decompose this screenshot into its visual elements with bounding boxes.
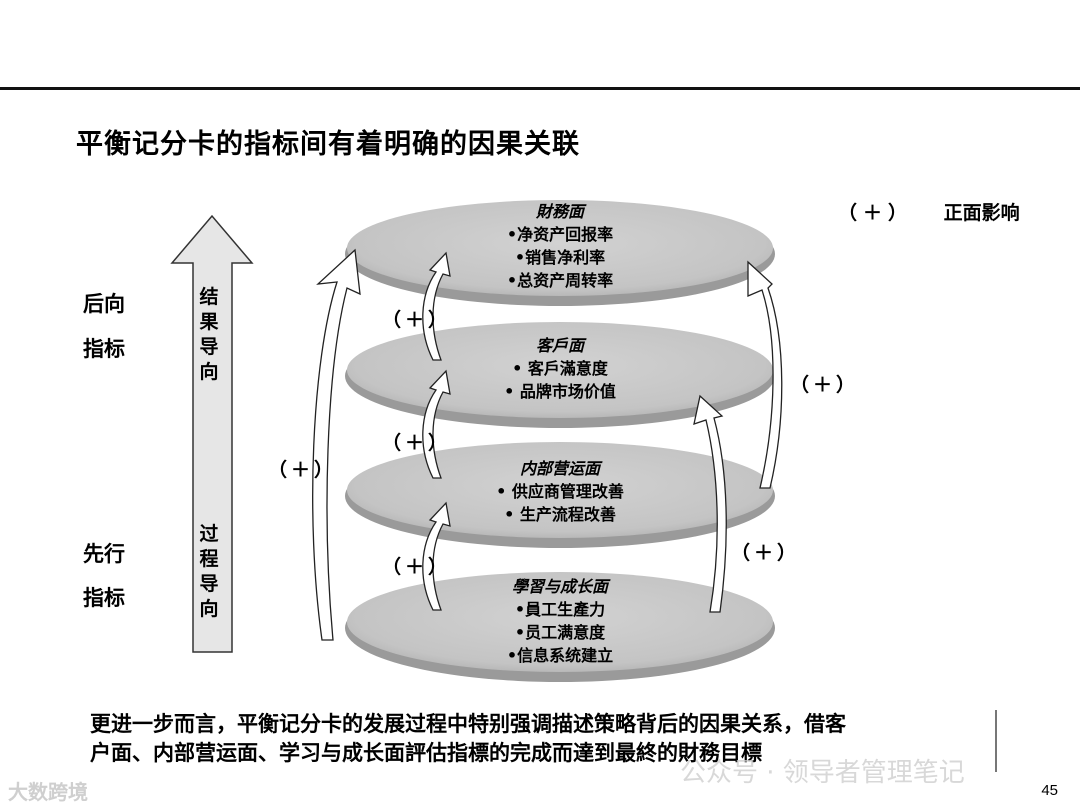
caption-line: 更进一步而言，平衡记分卡的发展过程中特别强调描述策略背后的因果关系，借客 <box>90 712 846 736</box>
layer-financial-text: 財務面 •净资产回报率 •销售净利率 •总资产周转率 <box>440 200 680 292</box>
layer-financial-title: 財務面 <box>535 202 584 221</box>
causal-arrow-learning-to-internal <box>422 501 451 611</box>
caption-line: 户面、内部营运面、学习与成长面評估指標的完成而達到最終的財務目標 <box>90 741 762 765</box>
plus-marker-internal-customer: （＋） <box>382 432 452 454</box>
layer-disc-financial <box>345 200 775 306</box>
watermark-left: 大数跨境 <box>8 780 88 804</box>
caption-box: 更进一步而言，平衡记分卡的发展过程中特别强调描述策略背后的因果关系，借客 户面、… <box>90 710 997 772</box>
page-title: 平衡记分卡的指标间有着明确的因果关联 <box>76 129 580 160</box>
layer-internal-text: 内部营运面 • 供应商管理改善 • 生产流程改善 <box>440 457 680 526</box>
causal-arrow-right-to-financial <box>747 260 783 489</box>
legend: （＋） 正面影响 <box>838 198 1020 225</box>
layer-internal-item: • 生产流程改善 <box>504 505 616 524</box>
layer-disc-customer <box>345 322 775 428</box>
legend-symbol: （＋） <box>838 202 914 224</box>
direction-arrow <box>170 214 254 653</box>
layer-disc-internal <box>345 442 775 548</box>
layer-learning-item: •员工满意度 <box>514 623 606 642</box>
plus-marker-customer-financial: （＋） <box>382 309 452 331</box>
plus-marker-right-customer: （＋） <box>731 542 801 564</box>
layer-financial-item: •销售净利率 <box>514 248 606 267</box>
leading-label-line1: 先行 <box>83 542 125 566</box>
plus-marker-learning-internal: （＋） <box>382 556 452 578</box>
causal-arrow-right-to-customer <box>693 394 727 613</box>
layer-internal-item: • 供应商管理改善 <box>496 482 624 501</box>
layer-disc-learning <box>345 572 775 682</box>
layer-financial-item: •总资产周转率 <box>506 271 614 290</box>
causal-arrow-customer-to-financial <box>422 251 451 361</box>
layer-customer-title: 客戶面 <box>535 336 584 355</box>
layer-financial-item: •净资产回报率 <box>506 225 614 244</box>
plus-marker-right-financial: （＋） <box>790 374 860 396</box>
layer-customer-text: 客戶面 • 客戶滿意度 • 品牌市场价值 <box>440 334 680 403</box>
header-rule <box>0 87 1080 90</box>
plus-marker-long-left: （＋） <box>268 459 338 481</box>
layer-customer-item: • 客戶滿意度 <box>512 359 608 378</box>
causal-arrow-long-left <box>312 248 361 641</box>
layer-learning-text: 學習与成长面 •員工生產力 •员工满意度 •信息系统建立 <box>440 575 680 667</box>
causal-arrow-internal-to-customer <box>422 369 451 479</box>
layer-customer-item: • 品牌市场价值 <box>504 382 616 401</box>
layer-internal-title: 内部营运面 <box>519 459 600 478</box>
lagging-label-line1: 后向 <box>83 292 125 316</box>
layer-learning-item: •信息系统建立 <box>506 646 614 665</box>
legend-label: 正面影响 <box>943 202 1020 224</box>
layer-learning-item: •員工生產力 <box>514 600 606 619</box>
lagging-label-line2: 指标 <box>83 337 125 361</box>
process-oriented-label: 过程导向 <box>199 523 219 620</box>
result-oriented-label: 结果导向 <box>199 286 219 383</box>
page-number: 45 <box>1041 782 1058 799</box>
watermark-right: 公众号 · 领导者管理笔记 <box>680 758 965 788</box>
leading-label-line2: 指标 <box>83 586 125 610</box>
layer-learning-title: 學習与成长面 <box>511 577 608 596</box>
